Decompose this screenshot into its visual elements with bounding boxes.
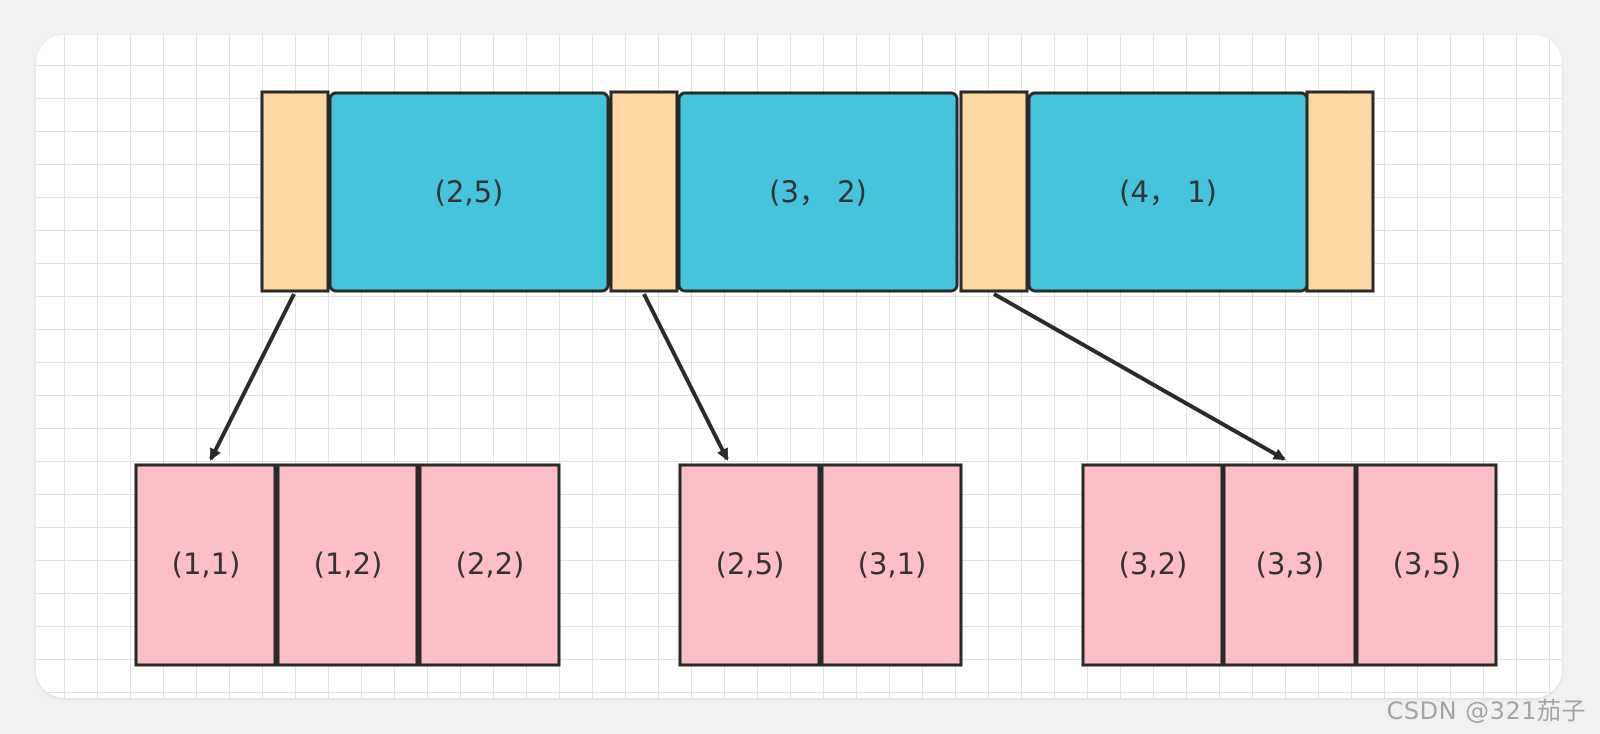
root-key-box-1	[677, 91, 959, 293]
watermark: CSDN @321茄子	[1386, 697, 1586, 725]
root-node: (2,5) (3， 2) (4， 1)	[260, 90, 1375, 293]
leaf-0-cell-1	[276, 463, 419, 667]
leaf-node-1: (2,5) (3,1)	[678, 463, 963, 667]
leaf-1-cell-1	[820, 463, 963, 667]
leaf-1-cell-0	[678, 463, 821, 667]
leaf-0-cell-1-label: (1,2)	[314, 547, 383, 581]
leaf-node-2: (3,2) (3,3) (3,5)	[1081, 463, 1498, 667]
leaf-2-cell-0	[1081, 463, 1224, 667]
leaf-0-cell-2	[418, 463, 561, 667]
leaf-0-cell-0-label: (1,1)	[172, 547, 241, 581]
arrow-to-leaf-1	[642, 293, 729, 461]
leaf-1-cell-1-label: (3,1)	[858, 547, 927, 581]
root-key-box-0	[328, 91, 610, 293]
root-key-2: (4， 1)	[1119, 175, 1217, 209]
root-pointer-3	[1305, 90, 1375, 293]
leaf-2-cell-1	[1222, 463, 1357, 667]
root-pointer-2	[959, 90, 1029, 293]
root-key-1: (3， 2)	[769, 175, 867, 209]
root-pointer-0	[260, 90, 330, 293]
leaf-0-cell-2-label: (2,2)	[456, 547, 525, 581]
leaf-node-0: (1,1) (1,2) (2,2)	[134, 463, 561, 667]
leaf-0-cell-0	[134, 463, 277, 667]
leaf-1-cell-0-label: (2,5)	[716, 547, 785, 581]
leaf-2-cell-2-label: (3,5)	[1393, 547, 1462, 581]
arrow-to-leaf-2	[993, 292, 1286, 461]
leaf-2-cell-0-label: (3,2)	[1119, 547, 1188, 581]
leaf-2-cell-2	[1355, 463, 1498, 667]
root-pointer-1	[609, 90, 679, 293]
leaf-2-cell-1-label: (3,3)	[1256, 547, 1325, 581]
root-key-0: (2,5)	[435, 175, 504, 209]
arrow-to-leaf-0	[209, 293, 296, 461]
